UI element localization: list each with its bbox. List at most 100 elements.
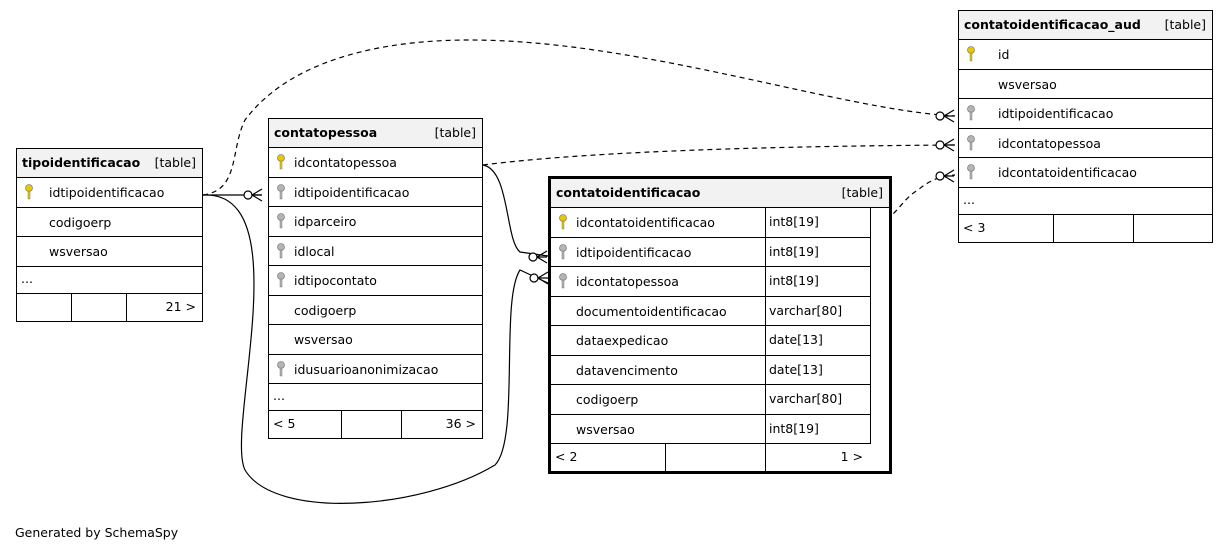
foreign-key-icon — [966, 134, 976, 151]
column-name: idtipoidentificacao — [576, 244, 692, 260]
table-contatoidentificacao[interactable]: contatoidentificacao [table] idcontatoid… — [548, 176, 892, 474]
table-kind: [table] — [841, 185, 883, 200]
column-type: varchar[80] — [765, 385, 842, 414]
column-row[interactable]: wsversao — [17, 237, 202, 267]
column-name: dataexpedicao — [576, 333, 669, 348]
primary-key-icon — [276, 154, 286, 170]
column-name: codigoerp — [49, 214, 112, 230]
column-name: idcontatopessoa — [294, 155, 397, 170]
column-name: datavencimento — [576, 362, 678, 378]
foreign-key-icon — [276, 183, 286, 200]
column-name: idparceiro — [294, 214, 357, 229]
column-name: idcontatopessoa — [576, 274, 679, 289]
column-name: idtipoidentificacao — [998, 106, 1114, 121]
parents-count[interactable]: < 5 — [273, 416, 296, 431]
column-name: wsversao — [294, 332, 353, 347]
column-name: documentoidentificacao — [576, 303, 727, 319]
foreign-key-icon — [966, 105, 976, 121]
column-row[interactable]: idcontatoidentificacao int8[19] — [551, 208, 870, 238]
table-header: contatoidentificacao [table] — [551, 179, 889, 208]
column-type: int8[19] — [765, 237, 819, 266]
parents-count[interactable]: < 3 — [963, 219, 986, 235]
column-row[interactable]: idtipoidentificacao int8[19] — [551, 237, 870, 267]
parents-count[interactable]: < 2 — [555, 449, 578, 464]
column-row[interactable]: idtipoidentificacao — [959, 99, 1212, 129]
column-name: wsversao — [576, 421, 635, 437]
column-row[interactable]: idcontatoidentificacao — [959, 158, 1212, 188]
table-kind: [table] — [1164, 17, 1206, 32]
column-row[interactable]: idusuarioanonimizacao — [269, 355, 482, 384]
column-row[interactable]: idtipocontato — [269, 266, 482, 296]
primary-key-icon — [24, 184, 34, 200]
table-header: contatoidentificacao_aud [table] — [959, 11, 1212, 40]
column-name: wsversao — [49, 244, 108, 259]
children-count[interactable]: 21 > — [165, 298, 196, 314]
column-name: idtipoidentificacao — [294, 184, 410, 200]
column-row[interactable]: idtipoidentificacao — [269, 178, 482, 207]
table-name[interactable]: contatoidentificacao — [556, 185, 701, 200]
more-columns[interactable]: ... — [959, 188, 1212, 215]
column-name: id — [998, 47, 1010, 62]
column-row[interactable]: dataexpedicao date[13] — [551, 326, 870, 356]
column-row[interactable]: id — [959, 40, 1212, 70]
table-name[interactable]: contatoidentificacao_aud — [964, 17, 1141, 32]
table-kind: [table] — [434, 125, 476, 140]
table-contatopessoa[interactable]: contatopessoa [table] idcontatopessoa id… — [268, 118, 483, 439]
foreign-key-icon — [966, 164, 976, 180]
table-header: contatopessoa [table] — [269, 119, 482, 148]
column-row[interactable]: idparceiro — [269, 207, 482, 237]
column-name: idusuarioanonimizacao — [294, 361, 439, 377]
foreign-key-icon — [558, 273, 568, 289]
column-row[interactable]: idtipoidentificacao — [17, 178, 202, 208]
table-name[interactable]: tipoidentificacao — [22, 155, 141, 170]
column-row[interactable]: wsversao — [959, 70, 1212, 99]
column-row[interactable]: datavencimento date[13] — [551, 355, 870, 385]
column-name: idtipocontato — [294, 273, 377, 288]
column-name: idcontatoidentificacao — [576, 215, 715, 230]
table-contatoidentificacao-aud[interactable]: contatoidentificacao_aud [table] id wsve… — [958, 10, 1213, 243]
column-type: int8[19] — [765, 414, 819, 443]
column-row[interactable]: codigoerp — [17, 208, 202, 237]
column-name: idlocal — [294, 243, 335, 259]
table-footer: 21 > — [17, 293, 202, 321]
table-footer: < 2 1 > — [551, 444, 889, 471]
foreign-key-icon — [276, 360, 286, 377]
table-kind: [table] — [154, 155, 196, 170]
column-name: wsversao — [998, 76, 1057, 92]
children-count[interactable]: 36 > — [445, 416, 476, 431]
column-row[interactable]: idcontatopessoa int8[19] — [551, 267, 870, 297]
column-type: date[13] — [765, 326, 823, 355]
column-name: idcontatopessoa — [998, 135, 1101, 151]
column-row[interactable]: wsversao int8[19] — [551, 414, 870, 444]
more-columns[interactable]: ... — [269, 384, 482, 411]
more-columns[interactable]: ... — [17, 267, 202, 294]
column-row[interactable]: idlocal — [269, 237, 482, 266]
table-header: tipoidentificacao [table] — [17, 149, 202, 178]
foreign-key-icon — [276, 213, 286, 229]
edge-contatopessoa-aud — [482, 144, 956, 166]
table-name[interactable]: contatopessoa — [274, 125, 378, 140]
column-row[interactable]: wsversao — [269, 325, 482, 355]
edge-contatopessoa-contatoidentificacao — [482, 164, 549, 257]
children-count[interactable]: 1 > — [840, 449, 863, 464]
column-name: codigoerp — [576, 392, 639, 407]
column-row[interactable]: codigoerp varchar[80] — [551, 385, 870, 415]
foreign-key-icon — [558, 243, 568, 260]
column-row[interactable]: documentoidentificacao varchar[80] — [551, 296, 870, 326]
generated-by-footer: Generated by SchemaSpy — [15, 525, 179, 540]
column-row[interactable]: idcontatopessoa — [959, 129, 1212, 158]
foreign-key-icon — [276, 272, 286, 288]
column-type: int8[19] — [765, 208, 819, 237]
table-tipoidentificacao[interactable]: tipoidentificacao [table] idtipoidentifi… — [16, 148, 203, 322]
column-type: varchar[80] — [765, 296, 842, 325]
column-row[interactable]: codigoerp — [269, 296, 482, 325]
column-row[interactable]: idcontatopessoa — [269, 148, 482, 178]
column-name: idtipoidentificacao — [49, 185, 165, 200]
foreign-key-icon — [276, 242, 286, 259]
primary-key-icon — [558, 214, 568, 230]
column-type: int8[19] — [765, 267, 819, 296]
table-footer: < 3 — [959, 214, 1212, 242]
column-name: idcontatoidentificacao — [998, 165, 1137, 180]
column-type: date[13] — [765, 355, 823, 384]
column-name: codigoerp — [294, 302, 357, 318]
